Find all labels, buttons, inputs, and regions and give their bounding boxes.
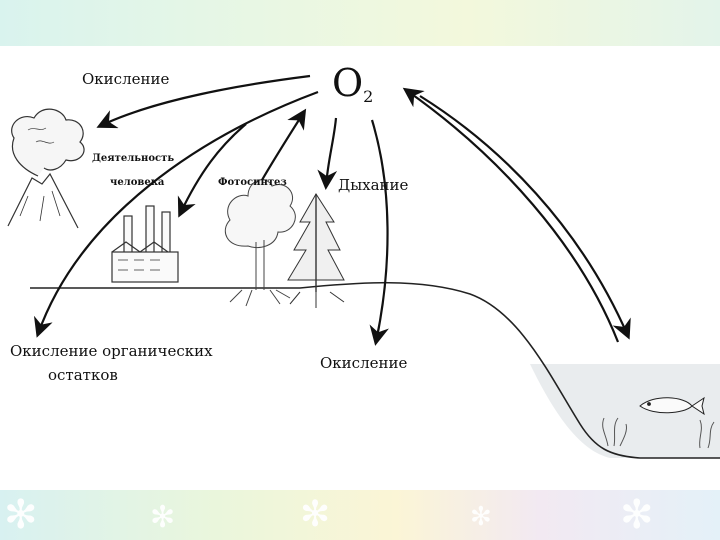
oxygen-cycle-diagram [0, 46, 720, 490]
conifer-tree-icon [288, 194, 344, 308]
arrow-water-exchange-down [420, 96, 628, 336]
bottom-decorative-band: ✻ ✻ ✻ ✻ ✻ [0, 490, 720, 540]
volcano-icon [8, 109, 84, 228]
flower-icon: ✻ [150, 500, 175, 535]
deciduous-tree-icon [225, 180, 295, 306]
label-oxidation-top: Окисление [82, 72, 169, 88]
top-decorative-band [0, 0, 720, 46]
factory-icon [112, 206, 178, 282]
oxygen-symbol: O2 [332, 64, 373, 102]
flower-icon: ✻ [620, 492, 654, 538]
flower-icon: ✻ [300, 494, 330, 535]
label-respiration: Дыхание [338, 178, 408, 194]
label-photosynthesis: Фотосинтез [218, 178, 287, 189]
label-oxidation-bottom: Окисление [320, 356, 407, 372]
flower-icon: ✻ [4, 492, 38, 538]
arrow-respiration [326, 118, 336, 186]
label-oxidation-organic-line2: остатков [48, 368, 118, 384]
o2-subscript: 2 [363, 87, 373, 106]
label-human-activity-line2: человека [110, 178, 164, 189]
o2-main: O [332, 61, 363, 105]
water-body [530, 364, 720, 458]
arrow-oxidation-bottom [372, 120, 388, 342]
label-human-activity-line1: Деятельность [92, 154, 174, 165]
flower-icon: ✻ [470, 502, 492, 532]
label-oxidation-organic-line1: Окисление органических [10, 344, 213, 360]
cycle-arrows [38, 76, 628, 342]
arrow-photosynthesis [262, 112, 304, 180]
arrow-water-exchange-up [406, 90, 618, 342]
